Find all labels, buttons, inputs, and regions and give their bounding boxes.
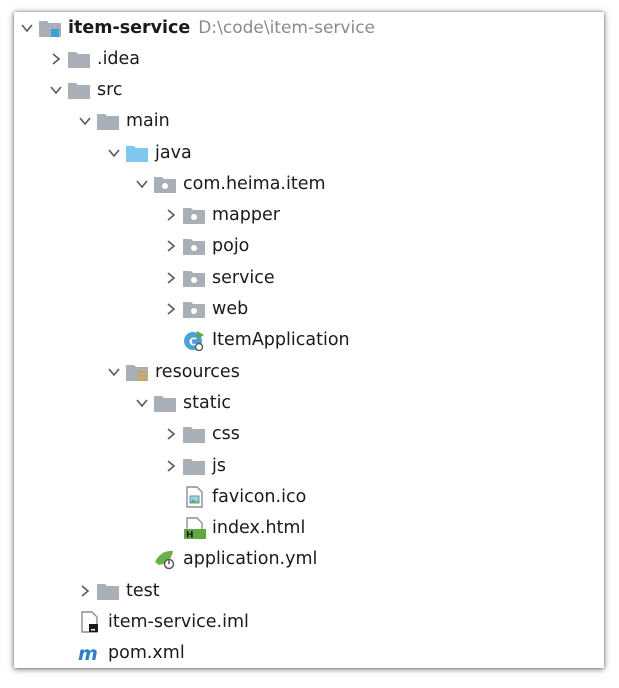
chevron-right-icon[interactable]	[160, 267, 182, 289]
chevron-right-icon[interactable]	[74, 580, 96, 602]
tree-node-label: static	[183, 392, 232, 413]
module-folder-icon	[38, 17, 64, 39]
package-icon	[182, 204, 208, 226]
tree-node-iml[interactable]: item-service.iml	[14, 606, 604, 637]
tree-node-label: ItemApplication	[212, 330, 350, 351]
tree-node-main[interactable]: main	[14, 106, 604, 137]
chevron-right-icon[interactable]	[160, 235, 182, 257]
source-folder-icon	[125, 142, 151, 164]
tree-node-label: com.heima.item	[183, 173, 326, 194]
folder-icon	[153, 392, 179, 414]
chevron-down-icon[interactable]	[131, 173, 153, 195]
tree-node-label: js	[212, 455, 226, 476]
project-tree-panel: item-service D:\code\item-service .idea …	[14, 12, 604, 668]
tree-node-mapper[interactable]: mapper	[14, 199, 604, 230]
tree-node-label: application.yml	[183, 549, 318, 570]
tree-node-service[interactable]: service	[14, 262, 604, 293]
folder-icon	[182, 423, 208, 445]
tree-node-index-html[interactable]: H index.html	[14, 512, 604, 543]
folder-icon	[182, 455, 208, 477]
tree-node-label: java	[155, 142, 192, 163]
tree-node-css[interactable]: css	[14, 419, 604, 450]
chevron-down-icon[interactable]	[103, 142, 125, 164]
chevron-down-icon[interactable]	[74, 110, 96, 132]
tree-node-idea[interactable]: .idea	[14, 43, 604, 74]
tree-node-label: pom.xml	[108, 643, 185, 664]
chevron-right-icon[interactable]	[160, 204, 182, 226]
tree-node-label: service	[212, 267, 275, 288]
folder-icon	[67, 48, 93, 70]
tree-node-label: web	[212, 299, 249, 320]
tree-node-label: main	[126, 111, 170, 132]
tree-node-package[interactable]: com.heima.item	[14, 168, 604, 199]
tree-node-label: test	[126, 580, 160, 601]
svg-text:H: H	[186, 531, 194, 540]
tree-node-item-service[interactable]: item-service D:\code\item-service	[14, 12, 604, 43]
svg-text:C: C	[189, 336, 197, 349]
html-file-icon: H	[182, 517, 208, 540]
tree-node-test[interactable]: test	[14, 575, 604, 606]
tree-node-pom[interactable]: m pom.xml	[14, 638, 604, 669]
module-path: D:\code\item-service	[198, 17, 376, 38]
folder-icon	[96, 110, 122, 132]
package-icon	[182, 235, 208, 257]
folder-icon	[96, 580, 122, 602]
resources-folder-icon	[125, 361, 151, 383]
tree-node-label: item-service	[68, 17, 191, 38]
tree-node-label: css	[212, 424, 240, 445]
tree-node-pojo[interactable]: pojo	[14, 231, 604, 262]
tree-node-favicon[interactable]: favicon.ico	[14, 481, 604, 512]
tree-node-label: .idea	[97, 48, 141, 69]
folder-icon	[67, 79, 93, 101]
iml-file-icon	[78, 611, 104, 633]
tree-node-label: favicon.ico	[212, 486, 307, 507]
chevron-down-icon[interactable]	[16, 17, 38, 39]
image-file-icon	[182, 486, 208, 508]
tree-node-java[interactable]: java	[14, 137, 604, 168]
tree-node-static[interactable]: static	[14, 387, 604, 418]
chevron-right-icon[interactable]	[160, 423, 182, 445]
chevron-right-icon[interactable]	[160, 298, 182, 320]
svg-text:m: m	[78, 643, 98, 664]
spring-boot-class-icon: C	[182, 329, 208, 352]
tree-node-application-yml[interactable]: application.yml	[14, 544, 604, 575]
chevron-down-icon[interactable]	[45, 79, 67, 101]
maven-icon: m	[78, 642, 104, 664]
project-tree: item-service D:\code\item-service .idea …	[14, 12, 604, 669]
package-icon	[182, 267, 208, 289]
tree-node-src[interactable]: src	[14, 74, 604, 105]
package-icon	[182, 298, 208, 320]
tree-node-js[interactable]: js	[14, 450, 604, 481]
spring-config-icon	[153, 548, 179, 570]
tree-node-label: src	[97, 79, 123, 100]
package-icon	[153, 173, 179, 195]
tree-node-label: pojo	[212, 236, 250, 257]
tree-node-label: mapper	[212, 205, 280, 226]
tree-node-resources[interactable]: resources	[14, 356, 604, 387]
tree-node-label: item-service.iml	[108, 611, 249, 632]
tree-node-label: index.html	[212, 518, 306, 539]
tree-node-item-application[interactable]: C ItemApplication	[14, 325, 604, 356]
chevron-down-icon[interactable]	[103, 361, 125, 383]
chevron-down-icon[interactable]	[131, 392, 153, 414]
tree-node-label: resources	[155, 361, 240, 382]
chevron-right-icon[interactable]	[160, 455, 182, 477]
tree-node-web[interactable]: web	[14, 293, 604, 324]
chevron-right-icon[interactable]	[45, 48, 67, 70]
